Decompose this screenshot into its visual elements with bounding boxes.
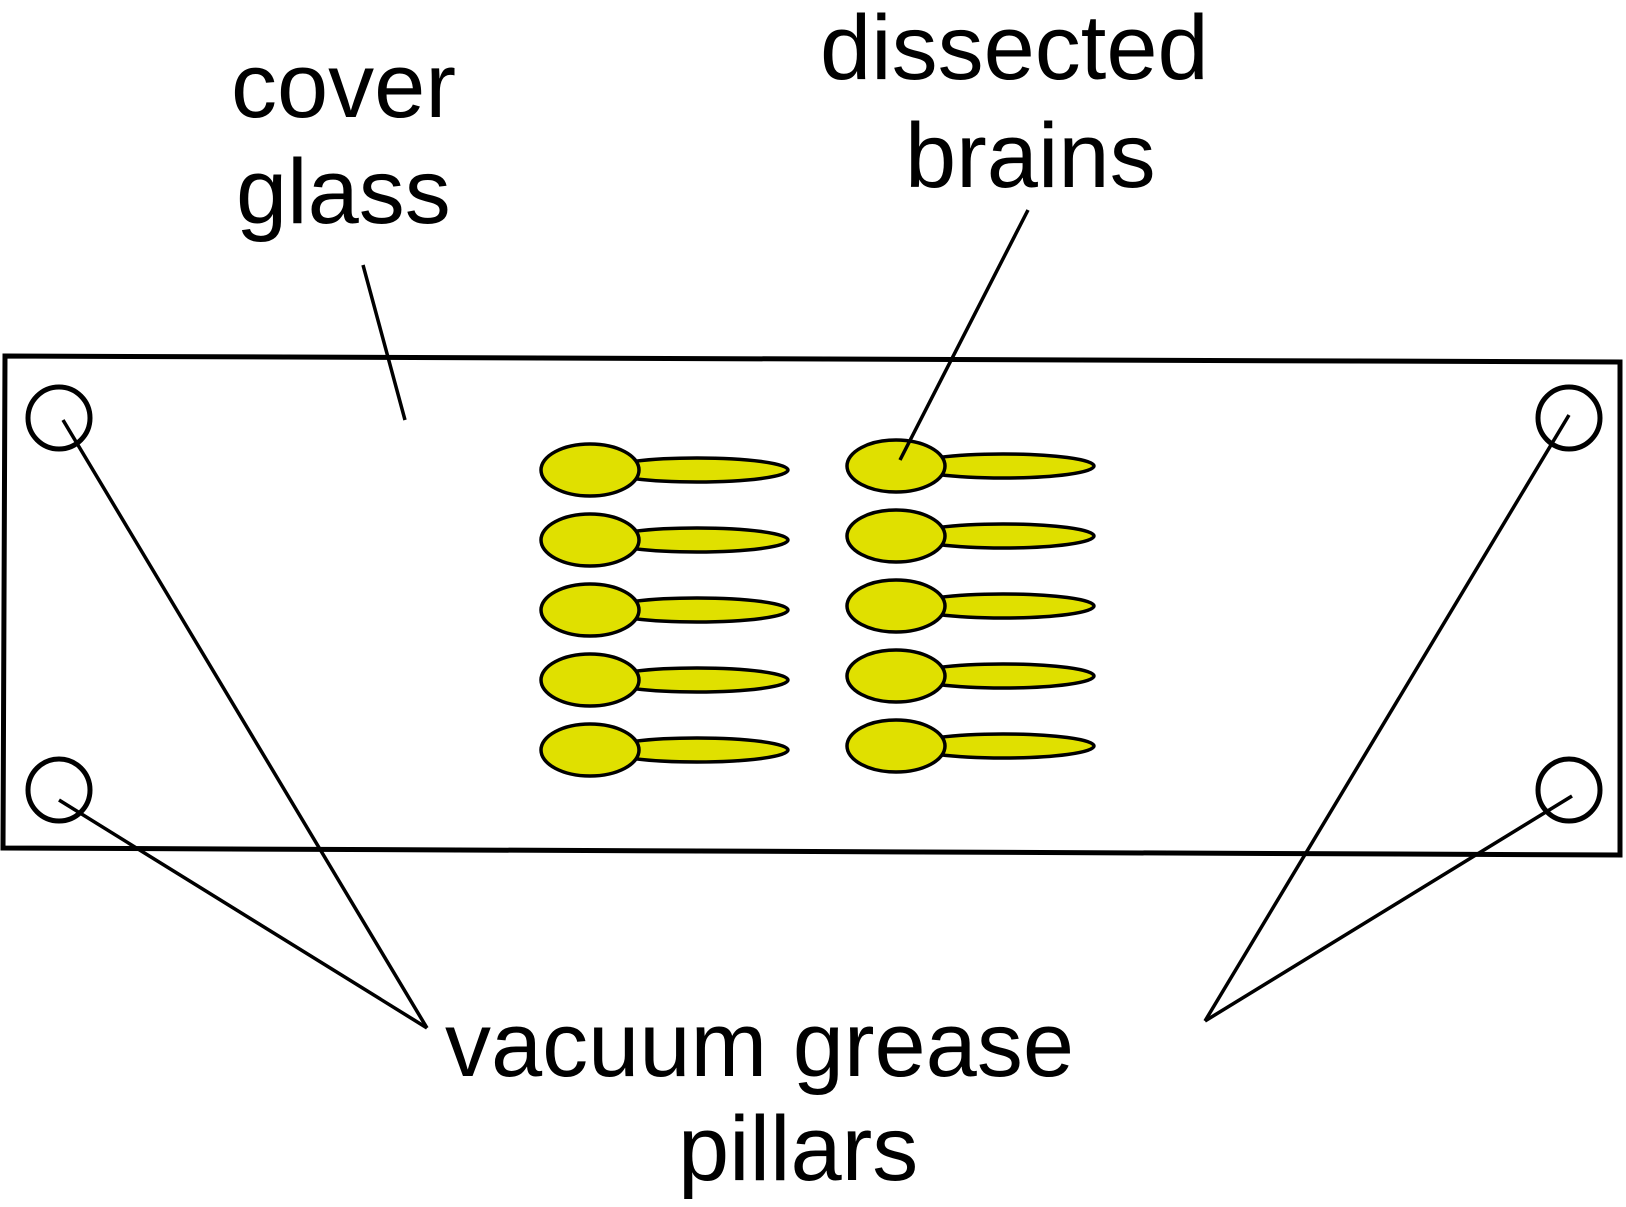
- brain-bulb: [539, 512, 641, 568]
- brain-2-2: [845, 508, 1096, 564]
- pillar-leader-bottom-right: [1204, 794, 1573, 1023]
- brain-bulb: [539, 582, 641, 638]
- brain-bulb: [539, 652, 641, 708]
- brain-bulb: [845, 648, 947, 704]
- brain-2-1: [845, 438, 1096, 494]
- brain-2-3: [845, 578, 1096, 634]
- pillar-top-left: [25, 384, 93, 452]
- brain-bulb: [845, 438, 947, 494]
- cover-glass-leader: [361, 264, 407, 421]
- dissected-brains-label-line1: dissected: [820, 0, 1209, 99]
- pillar-leader-top-left: [61, 419, 429, 1029]
- brain-1-4: [539, 652, 790, 708]
- brain-1-5: [539, 722, 790, 778]
- brain-bulb: [845, 718, 947, 774]
- brain-1-3: [539, 582, 790, 638]
- brain-2-5: [845, 718, 1096, 774]
- vacuum-grease-pillars-label-line2: pillars: [678, 1098, 918, 1200]
- brain-bulb: [539, 442, 641, 498]
- cover-glass-rectangle: [0, 353, 1623, 858]
- pillar-bottom-left: [25, 756, 93, 824]
- brain-bulb: [845, 578, 947, 634]
- brain-2-4: [845, 648, 1096, 704]
- cover-glass-label-line2: glass: [236, 141, 451, 243]
- brain-bulb: [845, 508, 947, 564]
- pillar-leader-bottom-left: [58, 798, 428, 1030]
- pillar-leader-top-right: [1203, 414, 1571, 1022]
- cover-glass-label-line1: cover: [231, 35, 456, 137]
- brain-1-2: [539, 512, 790, 568]
- brain-bulb: [539, 722, 641, 778]
- dissected-brains-group: [539, 438, 1096, 778]
- dissected-brains-leader: [898, 209, 1030, 461]
- dissected-brains-label-line2: brains: [905, 105, 1156, 207]
- vacuum-grease-pillars-label-line1: vacuum grease: [445, 994, 1074, 1096]
- brain-1-1: [539, 442, 790, 498]
